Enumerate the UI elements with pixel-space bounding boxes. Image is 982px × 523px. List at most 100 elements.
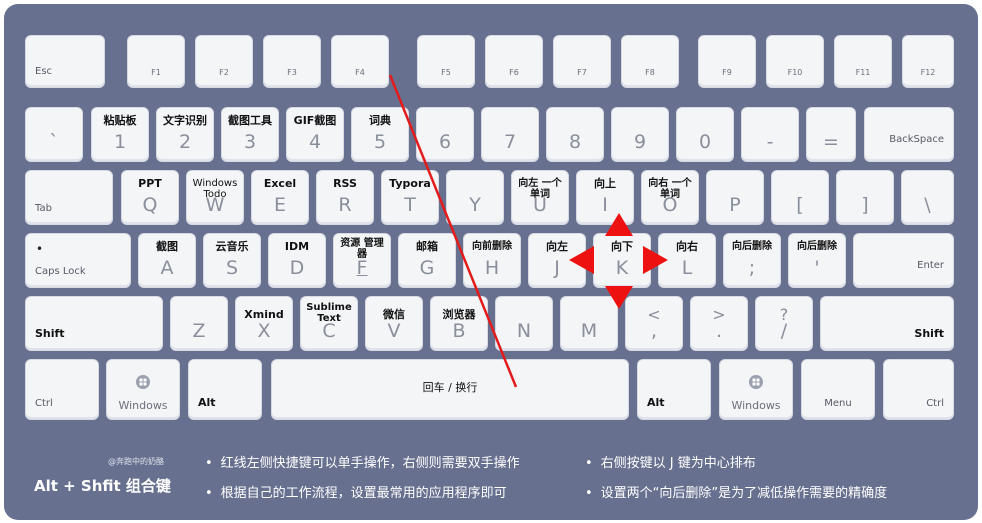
key-label: P <box>729 194 741 216</box>
key-quote[interactable]: 向后删除' <box>788 233 846 288</box>
key-label: ; <box>748 257 756 279</box>
key-label: ] <box>861 194 869 216</box>
key-label: 6 <box>438 131 452 153</box>
key-backtick[interactable]: ` <box>25 107 83 162</box>
key-f10[interactable]: F10 <box>766 35 824 88</box>
key-label: - <box>766 131 774 153</box>
key-tab[interactable]: Tab <box>25 170 113 225</box>
key-p[interactable]: P <box>706 170 764 225</box>
key-label-shifted: ? <box>779 305 789 324</box>
shortcut-label: 向前删除 <box>472 241 512 252</box>
key-windows-left[interactable]: Windows <box>106 359 180 420</box>
key-label: F10 <box>787 68 803 77</box>
key-label: Z <box>192 320 206 342</box>
key-f3[interactable]: F3 <box>263 35 321 88</box>
shortcut-label: Xmind <box>244 308 284 321</box>
key-label: [ <box>796 194 804 216</box>
key-label: ' <box>814 257 820 279</box>
key-label: F2 <box>219 68 229 77</box>
key-f7[interactable]: F7 <box>553 35 611 88</box>
key-label: 5 <box>373 131 387 153</box>
key-f6[interactable]: F6 <box>485 35 543 88</box>
key-esc[interactable]: Esc <box>25 35 105 88</box>
key-backslash[interactable]: \ <box>901 170 954 225</box>
key-ctrl-left[interactable]: Ctrl <box>25 359 99 420</box>
key-semicolon[interactable]: 向后删除; <box>723 233 781 288</box>
key-f2[interactable]: F2 <box>195 35 253 88</box>
key-backspace[interactable]: BackSpace <box>864 107 954 162</box>
key-m[interactable]: M <box>560 296 618 351</box>
key-rbracket[interactable]: ] <box>836 170 894 225</box>
key-shift-left[interactable]: Shift <box>25 296 163 351</box>
key-label: F6 <box>509 68 519 77</box>
key-label: X <box>257 320 271 342</box>
shortcut-label: 截图 <box>156 240 178 253</box>
key-shift-right[interactable]: Shift <box>820 296 954 351</box>
key-f5[interactable]: F5 <box>417 35 475 88</box>
key-lbracket[interactable]: [ <box>771 170 829 225</box>
key-equal[interactable]: = <box>806 107 856 162</box>
key-ctrl-right[interactable]: Ctrl <box>883 359 954 420</box>
key-label: S <box>225 257 239 279</box>
key-label: 回车 / 换行 <box>422 381 478 394</box>
key-z[interactable]: Z <box>170 296 228 351</box>
key-enter[interactable]: Enter <box>853 233 954 288</box>
key-windows-right[interactable]: Windows <box>719 359 793 420</box>
key-label: F <box>356 257 368 279</box>
key-label: \ <box>924 194 931 216</box>
key-7[interactable]: 7 <box>481 107 539 162</box>
key-capslock[interactable]: •Caps Lock <box>25 233 131 288</box>
watermark: @奔跑中的奶酪 <box>108 457 164 466</box>
key-minus[interactable]: - <box>741 107 799 162</box>
key-6[interactable]: 6 <box>416 107 474 162</box>
key-9[interactable]: 9 <box>611 107 669 162</box>
key-8[interactable]: 8 <box>546 107 604 162</box>
key-alt-left[interactable]: Alt <box>188 359 262 420</box>
key-f8[interactable]: F8 <box>621 35 679 88</box>
key-label: M <box>580 320 598 342</box>
key-n[interactable]: N <box>495 296 553 351</box>
key-menu[interactable]: Menu <box>801 359 875 420</box>
key-comma[interactable]: <, <box>625 296 683 351</box>
key-slash[interactable]: ?/ <box>755 296 813 351</box>
key-f4[interactable]: F4 <box>331 35 389 88</box>
key-label: C <box>322 320 336 342</box>
key-space[interactable]: 回车 / 换行 <box>271 359 629 420</box>
key-f12[interactable]: F12 <box>902 35 954 88</box>
shortcut-label: Excel <box>263 177 297 190</box>
key-y[interactable]: Y <box>446 170 504 225</box>
key-period[interactable]: >. <box>690 296 748 351</box>
key-f1[interactable]: F1 <box>127 35 185 88</box>
key-0[interactable]: 0 <box>676 107 734 162</box>
key-label: Shift <box>35 327 65 340</box>
key-f11[interactable]: F11 <box>834 35 892 88</box>
key-alt-right[interactable]: Alt <box>637 359 711 420</box>
key-f9[interactable]: F9 <box>698 35 756 88</box>
